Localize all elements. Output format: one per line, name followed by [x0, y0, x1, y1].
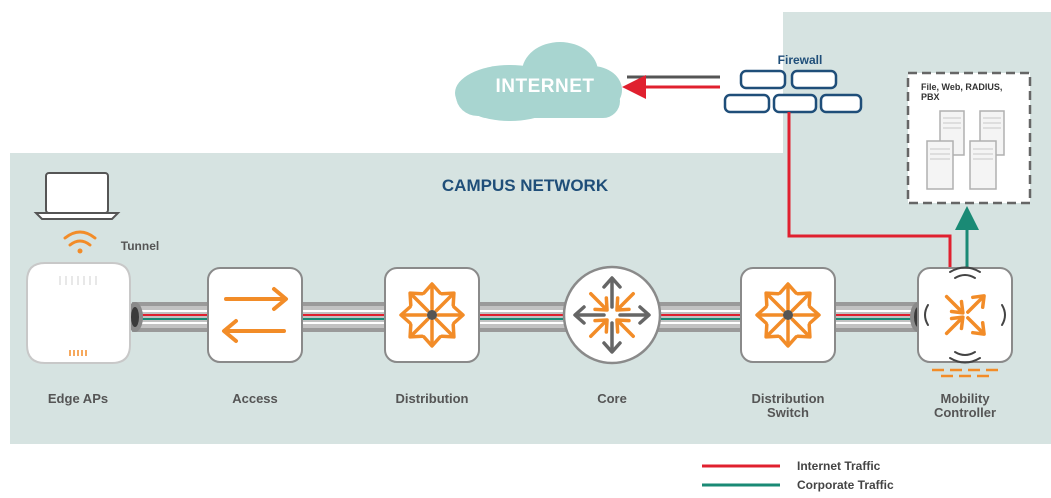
distribution-switch-label: Distribution Switch: [751, 391, 825, 420]
access-label: Access: [232, 391, 278, 406]
wifi-icon: [63, 230, 97, 254]
firewall-icon: [723, 69, 863, 114]
distribution-label: Distribution: [395, 391, 469, 406]
core-router-icon: [562, 265, 662, 365]
internet-cloud: [455, 42, 622, 121]
legend-corporate-label: Corporate Traffic: [797, 478, 894, 492]
switch-icon: [207, 267, 303, 363]
page-title: CAMPUS NETWORK: [441, 176, 609, 195]
mobility-controller-label: Mobility Controller: [933, 391, 997, 420]
legend-internet-label: Internet Traffic: [797, 459, 881, 473]
laptop-icon: [33, 172, 121, 220]
router-icon: [384, 267, 480, 363]
internet-label: INTERNET: [495, 76, 595, 97]
mobility-controller-icon: [917, 266, 1013, 378]
distribution-switch-icon: [740, 267, 836, 363]
legend: [702, 464, 780, 487]
tunnel-label: Tunnel: [120, 239, 160, 253]
access-point-icon: [26, 262, 131, 364]
core-label: Core: [597, 391, 627, 406]
edge-aps-label: Edge APs: [47, 391, 109, 406]
server-group: [906, 71, 1032, 205]
firewall-label: Firewall: [777, 53, 823, 67]
servers-label: File, Web, RADIUS, PBX: [921, 82, 1003, 102]
